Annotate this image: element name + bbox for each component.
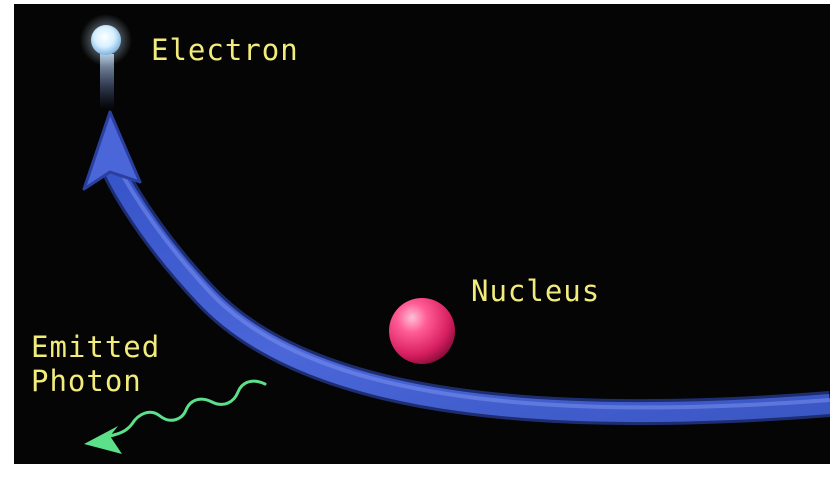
electron-icon — [80, 14, 132, 66]
atom-diagram — [80, 14, 830, 454]
orbit-arrowhead — [82, 110, 142, 191]
nucleus-label: Nucleus — [471, 274, 601, 308]
emitted-photon-label-line1: Emitted — [31, 330, 161, 364]
nucleus-icon — [389, 298, 455, 364]
emitted-photon-label: Emitted Photon — [31, 330, 160, 398]
orbit-path — [96, 141, 830, 426]
diagram-frame: Electron Nucleus Emitted Photon — [14, 4, 830, 464]
photon-wave-icon — [84, 379, 267, 454]
electron-label: Electron — [151, 33, 299, 67]
photon-arrowhead — [84, 426, 122, 454]
electron-trail — [100, 54, 114, 109]
emitted-photon-label-line2: Photon — [31, 364, 142, 398]
